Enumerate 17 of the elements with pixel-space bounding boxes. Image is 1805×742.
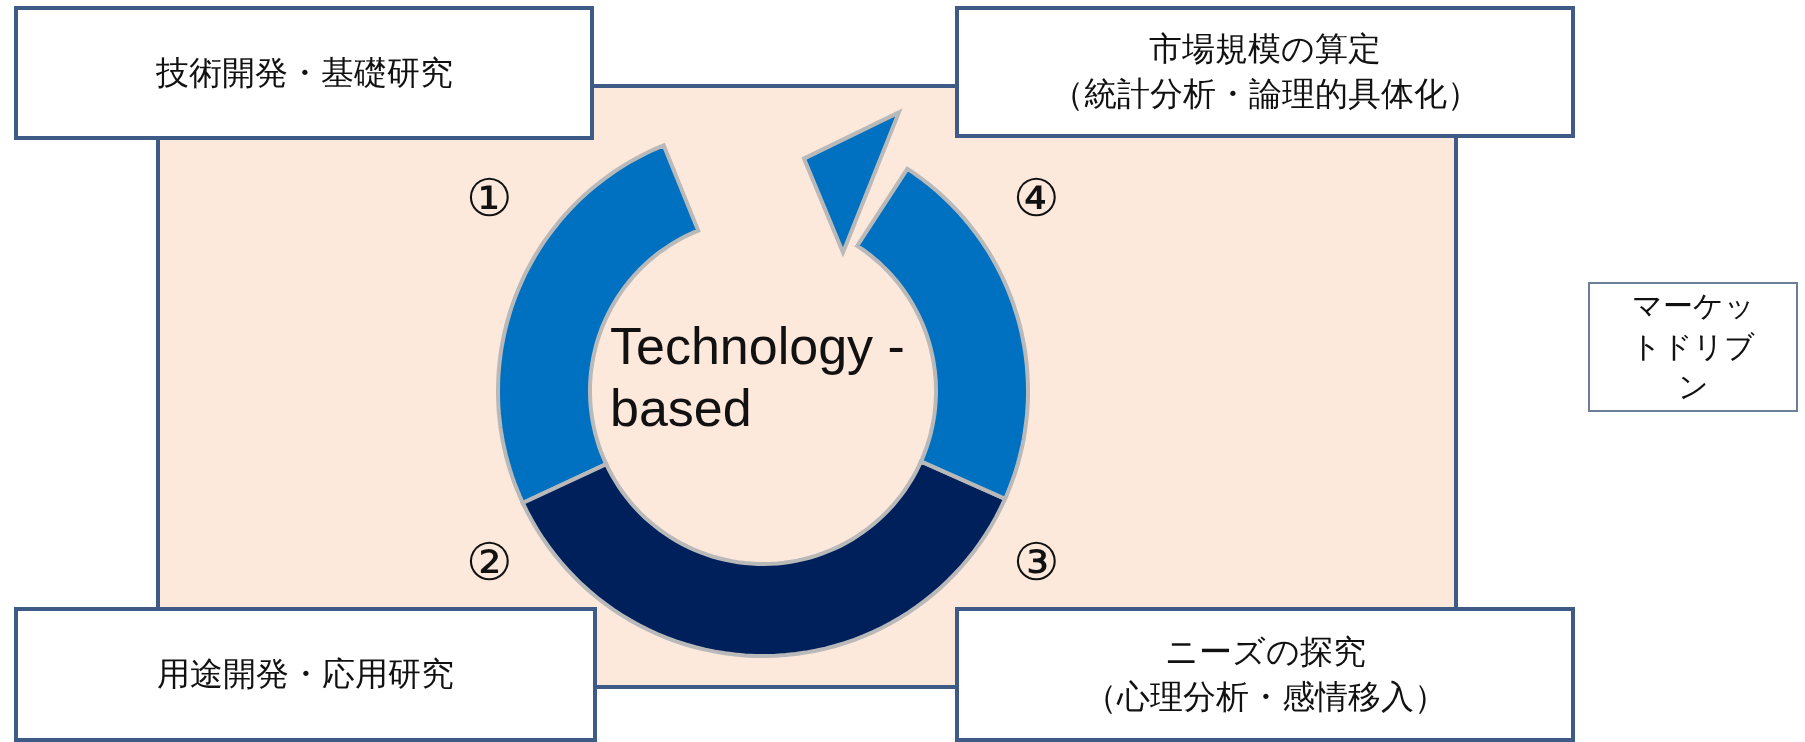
box-text: （統計分析・論理的具体化）: [1050, 73, 1480, 115]
text-box: [14, 607, 597, 742]
box-text: （心理分析・感情移入）: [1083, 675, 1447, 718]
step-number: ②: [466, 532, 513, 592]
text-box: [955, 607, 1575, 742]
box-text: 市場規模の算定: [1149, 28, 1381, 71]
text-box: [955, 6, 1575, 138]
text-box: [14, 6, 594, 140]
box-text: 用途開発・応用研究: [157, 653, 454, 696]
step-number: ①: [466, 168, 513, 228]
box-text: 技術開発・基礎研究: [155, 51, 453, 94]
step-number: ④: [1013, 168, 1060, 228]
center-text: Technology -based: [610, 316, 906, 440]
text-box: [1588, 282, 1798, 412]
box-text: マーケットドリブン: [1630, 287, 1756, 407]
step-number: ③: [1013, 532, 1060, 592]
box-text: ニーズの探究: [1164, 630, 1366, 673]
